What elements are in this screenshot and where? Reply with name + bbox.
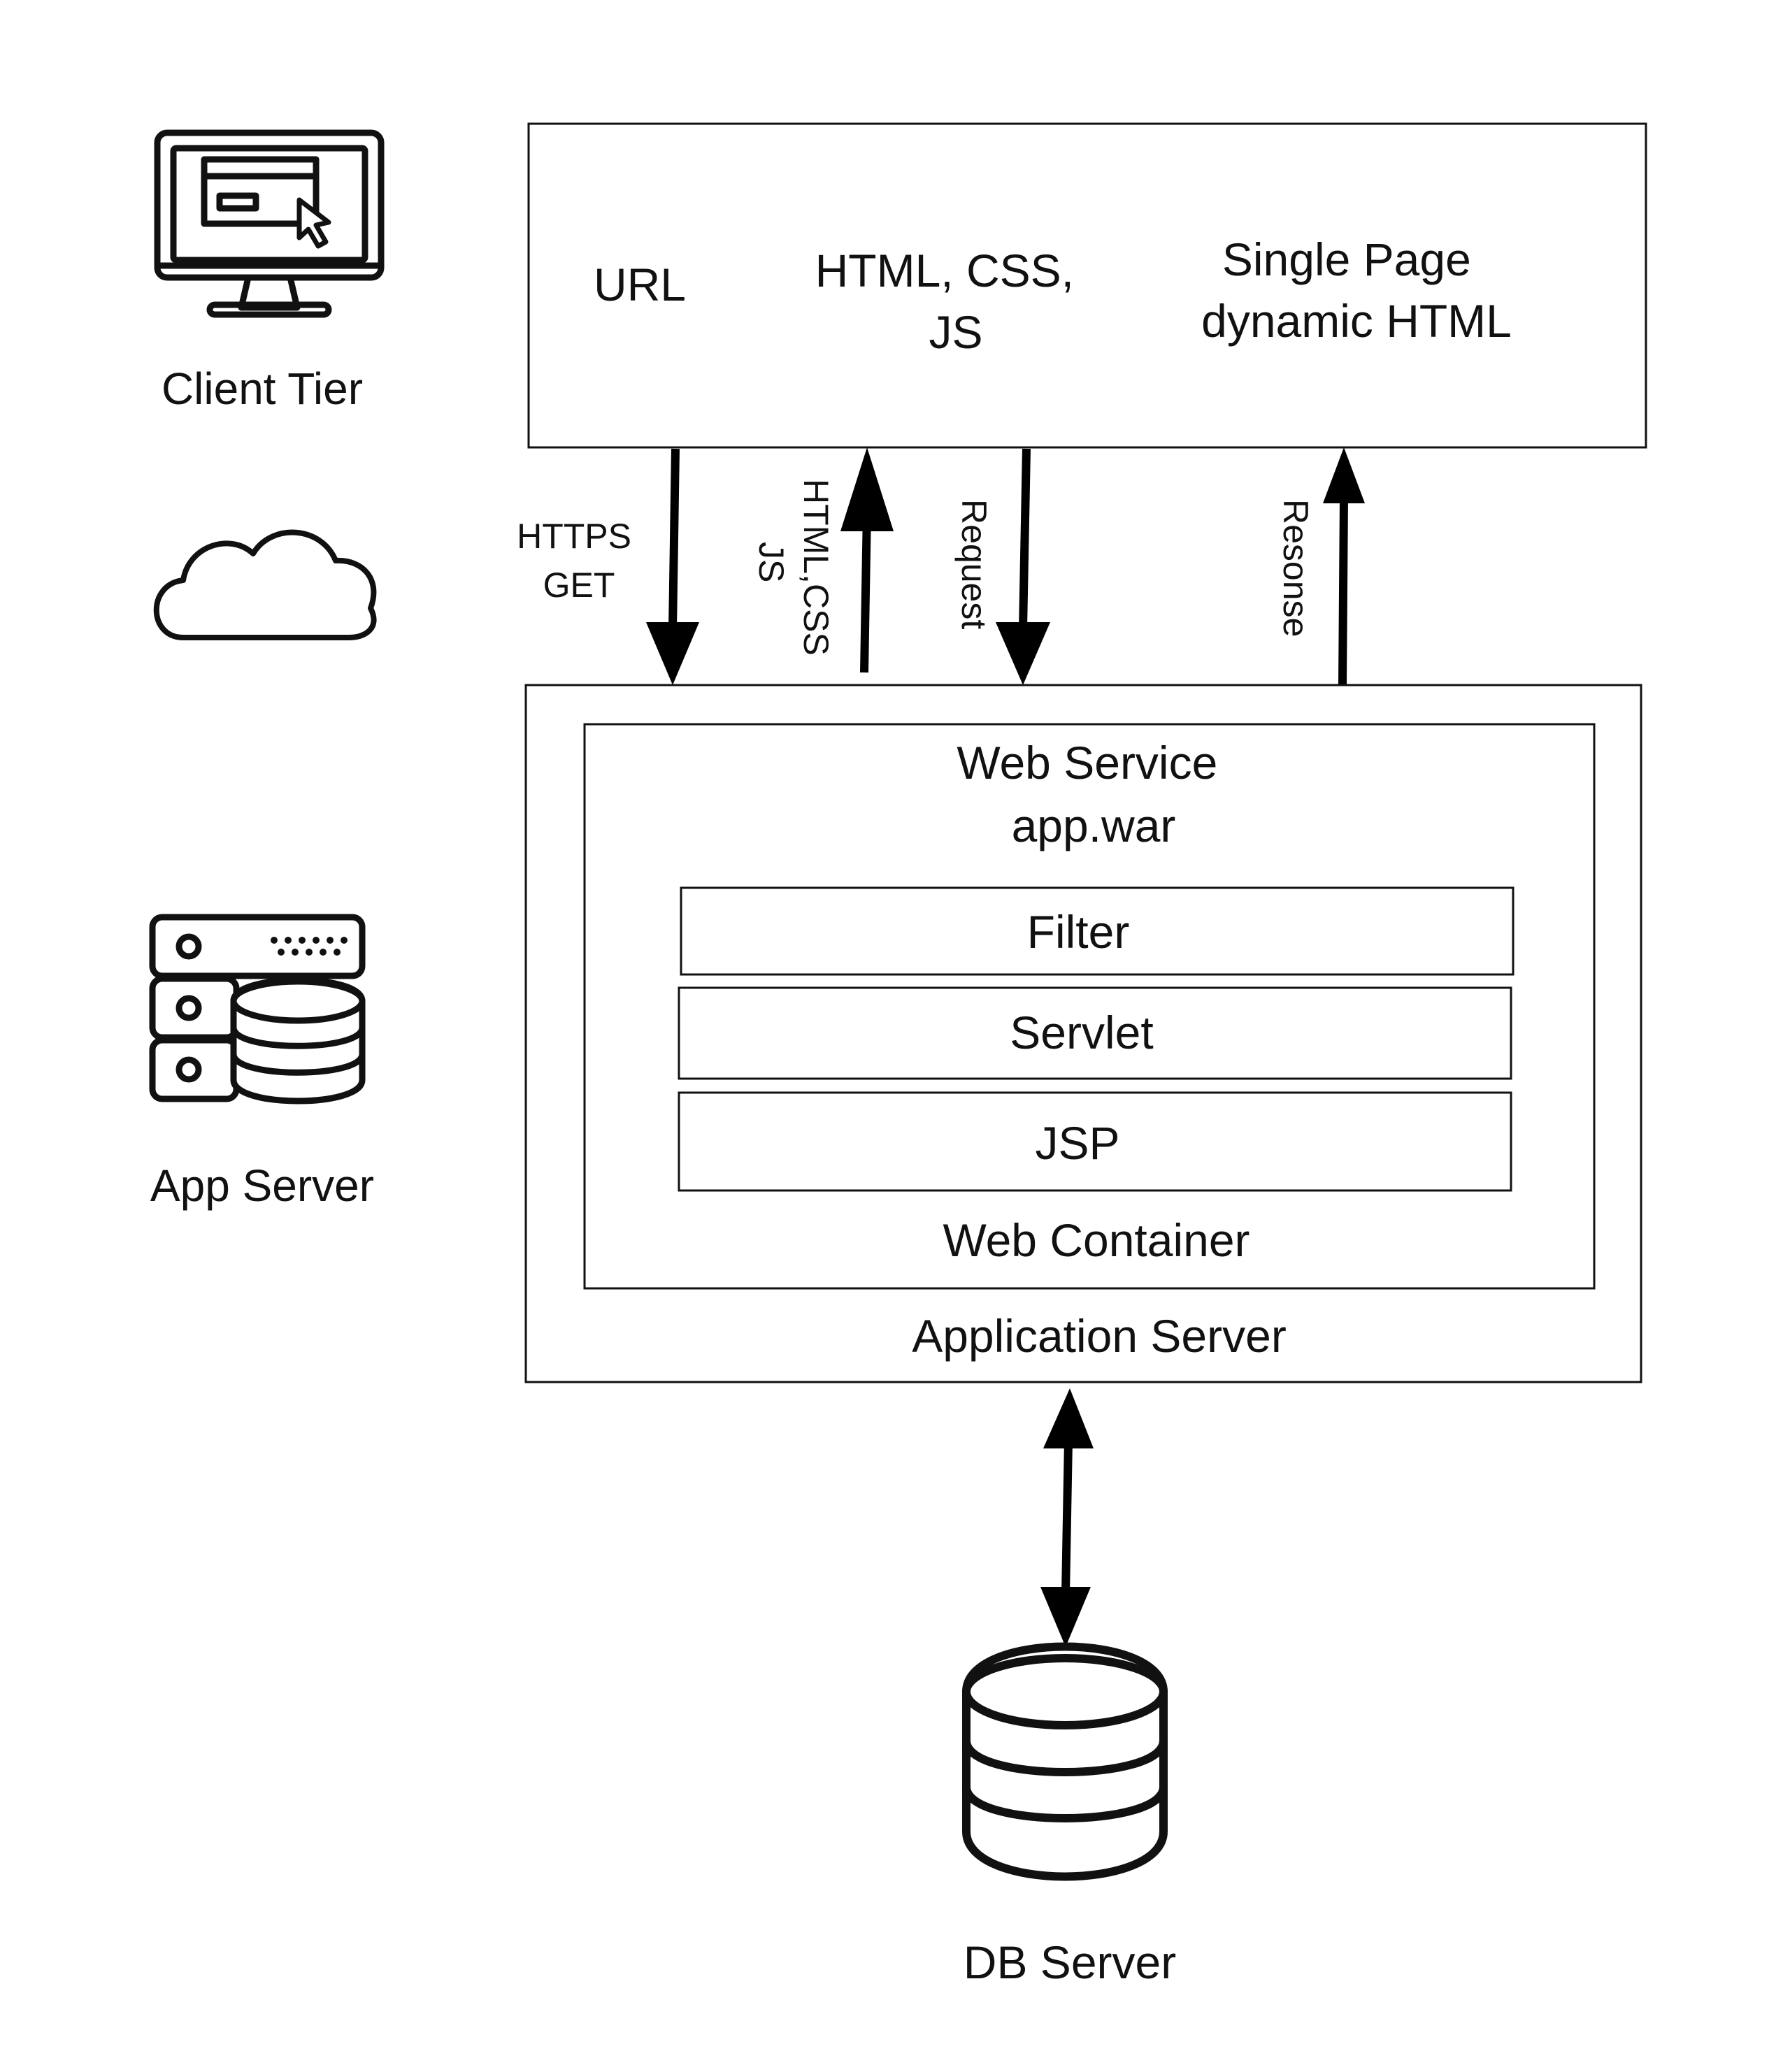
- filter-box: [680, 886, 1515, 976]
- server-database-icon: [149, 914, 366, 1105]
- url-label: URL: [594, 259, 686, 310]
- request-label: Request: [954, 499, 994, 629]
- db-connection-arrow: [1040, 1388, 1094, 1647]
- web-service-label: Web Service app.war: [957, 737, 1230, 851]
- html-css-js-arrow-label: HTML,CSS JS: [752, 479, 836, 666]
- client-box: [527, 122, 1647, 449]
- app-server-label: App Server: [150, 1160, 374, 1211]
- servlet-box: [678, 986, 1512, 1080]
- application-server-label: Application Server: [912, 1310, 1287, 1362]
- filter-label: Filter: [1027, 906, 1130, 958]
- svg-text:HTML,CSS JS: HTML,CSS JS: [752, 479, 836, 666]
- client-tier-label: Client Tier: [162, 364, 363, 414]
- db-server-label: DB Server: [964, 1936, 1176, 1988]
- jsp-label: JSP: [1035, 1117, 1119, 1169]
- monitor-cursor-icon: [154, 129, 385, 318]
- single-page-label: Single Page dynamic HTML: [1201, 233, 1512, 347]
- https-get-arrow: [646, 448, 699, 685]
- servlet-label: Servlet: [1010, 1007, 1153, 1058]
- html-css-js-label: HTML, CSS, JS: [815, 245, 1087, 358]
- request-arrow: [996, 448, 1050, 685]
- database-icon: [962, 1642, 1168, 1881]
- https-get-label: HTTPS GET: [517, 517, 641, 605]
- cloud-icon: [153, 529, 377, 640]
- html-css-js-arrow: [840, 447, 894, 673]
- response-arrow: [1323, 447, 1365, 686]
- jsp-box: [678, 1091, 1512, 1192]
- response-label: Resonse: [1276, 499, 1315, 637]
- web-container-label: Web Container: [943, 1214, 1249, 1266]
